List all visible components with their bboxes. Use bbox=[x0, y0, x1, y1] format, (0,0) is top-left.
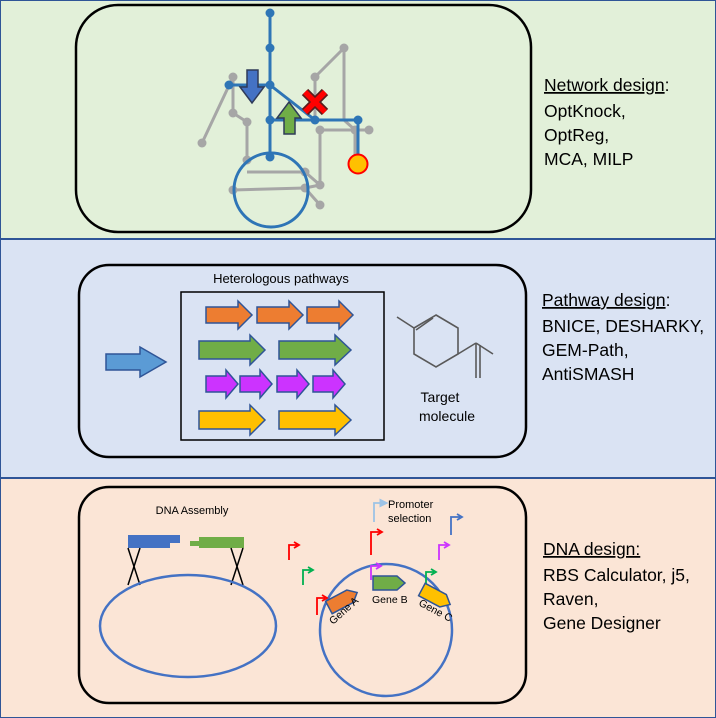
pathway-arrow-purple-1 bbox=[205, 367, 239, 401]
pathway-arrows bbox=[198, 299, 355, 437]
promoter-red-2 bbox=[316, 594, 329, 615]
promoter-green-2 bbox=[425, 568, 438, 588]
gene-b-label: Gene B bbox=[372, 594, 408, 606]
network-inner-box bbox=[74, 3, 533, 234]
pathway-arrow-yellow-1 bbox=[198, 403, 267, 437]
pathway-arrow-purple-2 bbox=[239, 367, 273, 401]
input-arrow-icon bbox=[105, 345, 168, 379]
gene-c-shape bbox=[417, 582, 452, 608]
gene-a-shape bbox=[324, 589, 359, 615]
pathways-box bbox=[180, 291, 385, 441]
downregulation-arrow-icon bbox=[238, 69, 266, 105]
target-molecule-label-line1: Target bbox=[421, 389, 460, 405]
pathway-arrow-yellow-2 bbox=[278, 403, 353, 437]
dna-fragment-green-top bbox=[199, 537, 244, 548]
dna-fragment-blue-top bbox=[128, 535, 180, 543]
dna-method-1: RBS Calculator, j5, bbox=[543, 565, 690, 585]
heterologous-pathways-label: Heterologous pathways bbox=[213, 271, 349, 286]
gene-b-shape bbox=[372, 575, 407, 591]
upregulation-arrow-icon bbox=[275, 100, 303, 135]
pathway-arrow-purple-3 bbox=[276, 367, 310, 401]
dna-inner-box bbox=[77, 485, 528, 705]
pathway-inner-box bbox=[77, 263, 528, 459]
promoter-legend-icon bbox=[373, 498, 389, 522]
pathway-method-1: BNICE, DESHARKY, bbox=[542, 316, 704, 336]
network-design-panel: Network design: OptKnock, OptReg, MCA, M… bbox=[0, 0, 716, 240]
dna-fragment-green-tail bbox=[190, 541, 202, 546]
promoter-red-1 bbox=[288, 541, 301, 560]
pathway-design-panel: Heterologous pathways bbox=[0, 238, 716, 479]
knockout-x-icon bbox=[301, 88, 329, 116]
dna-assembly-illustration bbox=[98, 535, 278, 679]
dna-method-2: Raven, bbox=[543, 589, 598, 609]
promoter-purple-2 bbox=[438, 541, 451, 560]
dna-method-3: Gene Designer bbox=[543, 613, 661, 633]
backbone-plasmid bbox=[98, 573, 278, 679]
dna-panel-background bbox=[0, 477, 716, 718]
pathway-method-3: AntiSMASH bbox=[542, 364, 634, 384]
promoter-blue-1 bbox=[450, 513, 464, 535]
pathway-arrow-green-2 bbox=[278, 333, 353, 367]
dna-design-panel: DNA Assembly Promoter selection bbox=[0, 477, 716, 718]
target-molecule-structure bbox=[396, 314, 494, 378]
network-method-3: MCA, MILP bbox=[544, 149, 633, 169]
network-design-title: Network design: bbox=[544, 75, 670, 95]
pathway-arrow-orange-3 bbox=[306, 299, 355, 331]
pathway-arrow-orange-1 bbox=[205, 299, 254, 331]
homology-crossover-lines bbox=[127, 547, 244, 586]
expression-plasmid bbox=[318, 562, 454, 698]
promoter-green-1 bbox=[302, 566, 315, 585]
pathway-design-title: Pathway design: bbox=[542, 290, 670, 310]
network-method-1: OptKnock, bbox=[544, 101, 626, 121]
promoter-red-3 bbox=[370, 528, 384, 555]
pathway-method-2: GEM-Path, bbox=[542, 340, 629, 360]
promoter-purple-1 bbox=[370, 562, 383, 580]
promoter-arrows bbox=[288, 513, 464, 615]
promoter-label-line1: Promoter bbox=[388, 499, 434, 511]
dna-design-title: DNA design: bbox=[543, 539, 640, 559]
promoter-selection-legend: Promoter selection bbox=[373, 498, 434, 525]
network-blue-nodes bbox=[224, 8, 363, 162]
target-molecule-label-line2: molecule bbox=[419, 408, 475, 424]
promoter-label-line2: selection bbox=[388, 513, 431, 525]
target-metabolite-node bbox=[347, 153, 369, 175]
dna-fragment-blue-bottom bbox=[128, 543, 170, 548]
pathway-arrow-orange-2 bbox=[256, 299, 305, 331]
dna-assembly-label: DNA Assembly bbox=[156, 505, 229, 517]
network-method-2: OptReg, bbox=[544, 125, 609, 145]
metabolic-network-illustration bbox=[197, 8, 374, 229]
pathway-arrow-green-1 bbox=[198, 333, 267, 367]
pathway-arrow-purple-4 bbox=[312, 367, 346, 401]
